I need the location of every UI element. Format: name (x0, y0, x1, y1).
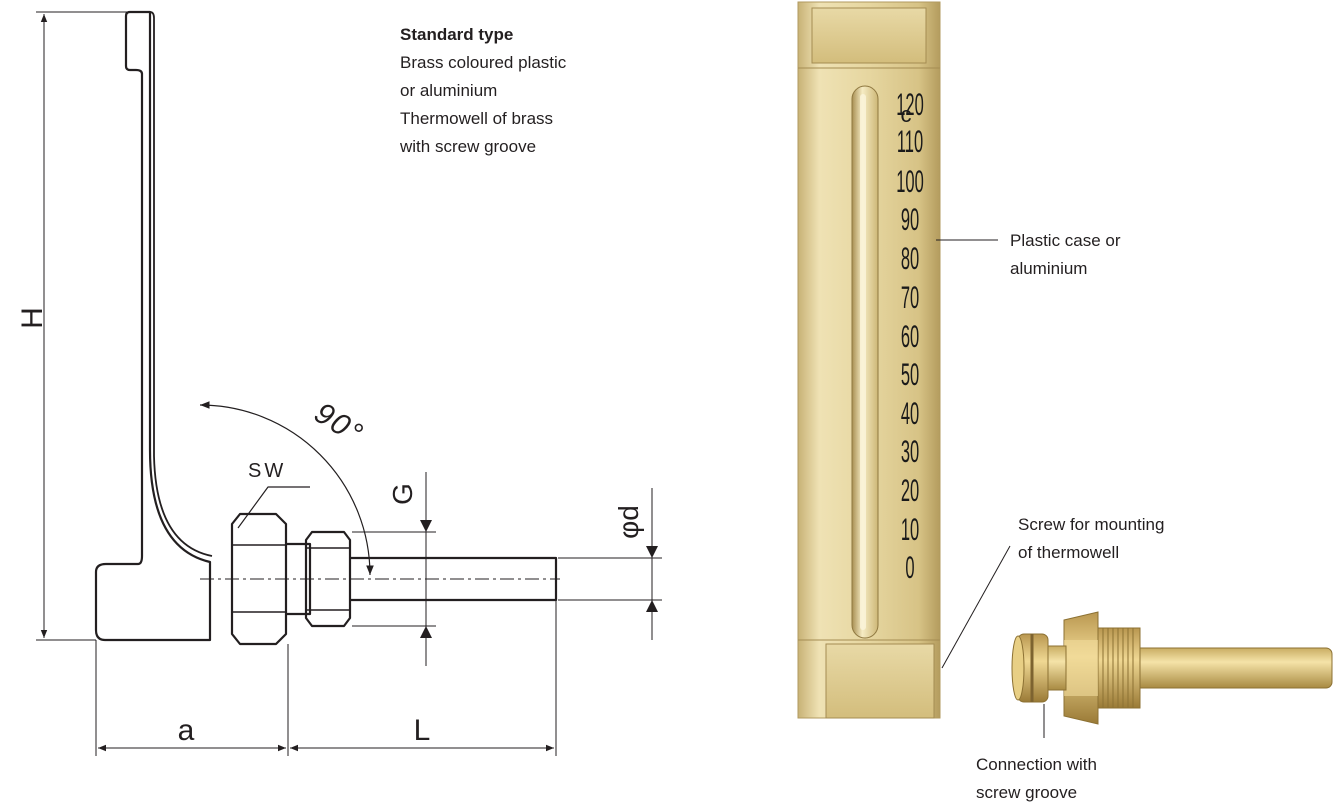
scale-label: 120 (896, 87, 924, 122)
scale: c 120 110 100 90 80 70 60 50 40 30 20 10… (896, 87, 924, 585)
thermometer-body-outline (94, 10, 212, 642)
callout-groove-line2: screw groove (976, 783, 1077, 802)
body-inner-line (149, 11, 213, 557)
description-title: Standard type (400, 25, 513, 44)
dim-g-label: G (387, 483, 418, 505)
callout-case-line1: Plastic case or (1010, 231, 1121, 250)
description-block: Standard type Brass coloured plastic or … (399, 25, 567, 156)
bottom-cap (825, 643, 935, 719)
scale-label: 30 (901, 434, 919, 469)
dim-h-label: H (16, 307, 49, 329)
angle-label: 90° (309, 396, 370, 451)
dim-a-label: a (178, 714, 195, 747)
scale-label: 110 (897, 124, 923, 159)
thermowell-thread (1097, 627, 1141, 709)
dim-d-label: φd (613, 505, 644, 539)
scale-label: 40 (901, 396, 919, 431)
scale-label: 0 (905, 550, 914, 585)
top-cap (811, 7, 927, 64)
scale-label: 50 (901, 357, 919, 392)
thermowell-stem (1117, 647, 1333, 689)
angle-arc (199, 401, 374, 576)
callouts (936, 239, 1045, 738)
callout-case-line2: aluminium (1010, 259, 1087, 278)
thermowell-neck (1045, 645, 1067, 691)
screw-leader (941, 545, 1011, 669)
sw-label: SW (248, 460, 286, 482)
dim-l-label: L (414, 714, 431, 747)
scale-label: 100 (896, 164, 924, 199)
callout-screw-line2: of thermowell (1018, 543, 1119, 562)
scale-label: 70 (901, 280, 919, 315)
description-line: with screw groove (399, 137, 536, 156)
thermometer-photo: c 120 110 100 90 80 70 60 50 40 30 20 10… (797, 1, 941, 719)
description-line: or aluminium (400, 81, 497, 100)
callout-groove-line1: Connection with (976, 755, 1097, 774)
callout-screw-line1: Screw for mounting (1018, 515, 1164, 534)
scale-label: 90 (901, 202, 919, 237)
thermowell-photo (1011, 611, 1333, 725)
description-line: Brass coloured plastic (400, 53, 567, 72)
scale-label: 10 (901, 512, 919, 547)
scale-label: 80 (901, 241, 919, 276)
technical-drawing (36, 10, 662, 756)
scale-label: 20 (901, 473, 919, 508)
scale-label: 60 (901, 319, 919, 354)
scale-unit: c (901, 102, 912, 127)
description-line: Thermowell of brass (400, 109, 553, 128)
sw-leader (237, 486, 310, 529)
